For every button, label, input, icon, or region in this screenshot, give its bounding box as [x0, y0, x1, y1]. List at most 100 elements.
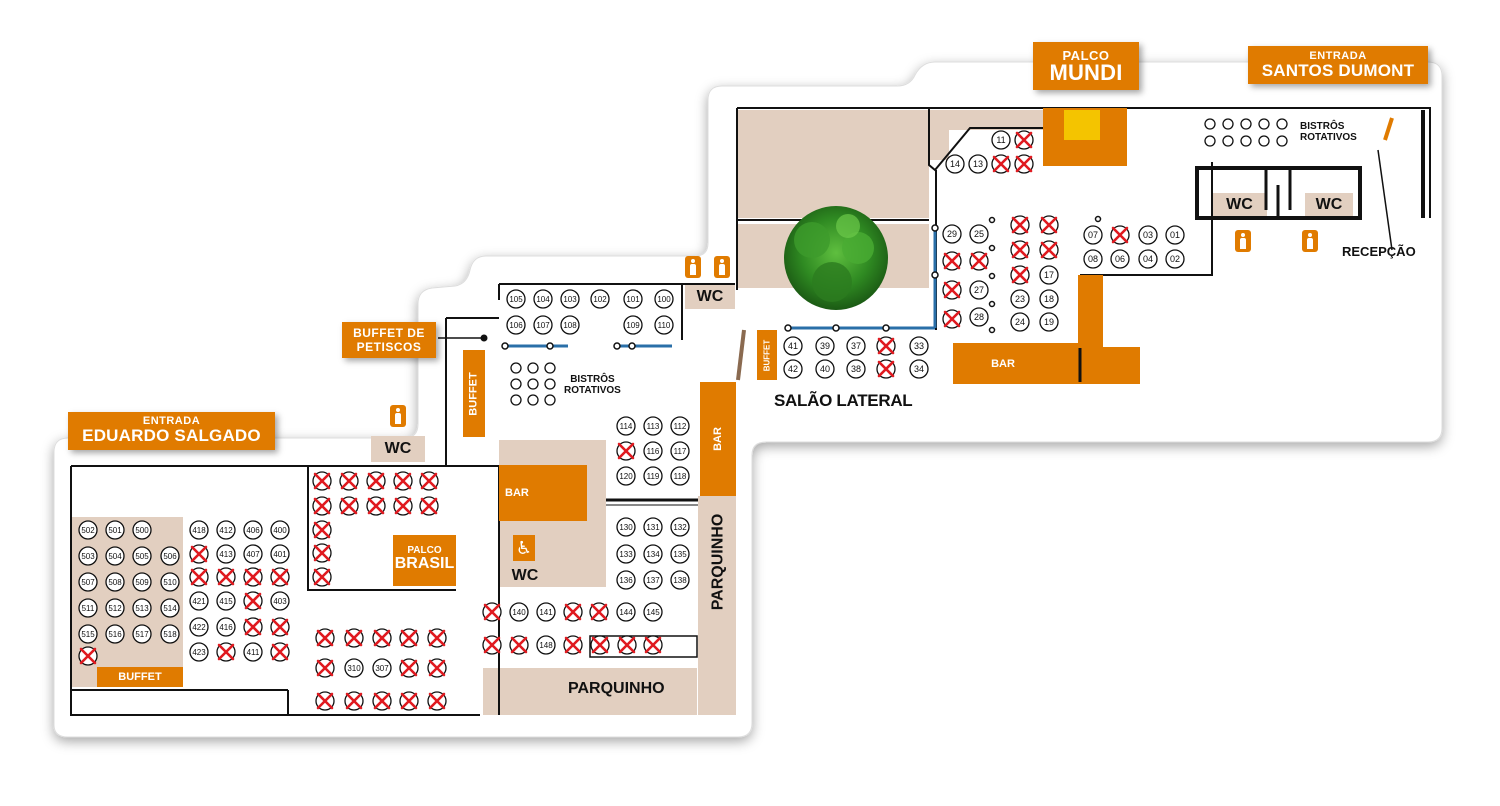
table-310[interactable]: 310 — [344, 658, 364, 678]
table-134[interactable]: 134 — [643, 544, 663, 564]
table-412[interactable]: 412 — [216, 520, 236, 540]
table-reserved[interactable] — [243, 567, 263, 587]
table-110[interactable]: 110 — [654, 315, 674, 335]
table-reserved[interactable] — [393, 471, 413, 491]
table-reserved[interactable] — [876, 336, 896, 356]
bar-parquinho[interactable]: BAR — [700, 382, 736, 496]
bar-main[interactable]: BAR — [991, 357, 1015, 370]
table-418[interactable]: 418 — [189, 520, 209, 540]
table-403[interactable]: 403 — [270, 591, 290, 611]
table-14[interactable]: 14 — [945, 154, 965, 174]
table-reserved[interactable] — [312, 543, 332, 563]
table-109[interactable]: 109 — [623, 315, 643, 335]
table-407[interactable]: 407 — [243, 544, 263, 564]
table-reserved[interactable] — [366, 471, 386, 491]
table-03[interactable]: 03 — [1138, 225, 1158, 245]
table-504[interactable]: 504 — [105, 546, 125, 566]
wc-accessible[interactable]: WC — [511, 567, 539, 584]
table-411[interactable]: 411 — [243, 642, 263, 662]
wc-right-1[interactable]: WC — [1226, 196, 1253, 213]
table-reserved[interactable] — [1014, 154, 1034, 174]
table-38[interactable]: 38 — [846, 359, 866, 379]
table-416[interactable]: 416 — [216, 617, 236, 637]
table-517[interactable]: 517 — [132, 624, 152, 644]
table-reserved[interactable] — [590, 635, 610, 655]
table-516[interactable]: 516 — [105, 624, 125, 644]
table-501[interactable]: 501 — [105, 520, 125, 540]
table-401[interactable]: 401 — [270, 544, 290, 564]
buffet-petiscos-label[interactable]: BUFFET DE PETISCOS — [342, 322, 436, 358]
table-24[interactable]: 24 — [1010, 312, 1030, 332]
table-reserved[interactable] — [339, 496, 359, 516]
table-509[interactable]: 509 — [132, 572, 152, 592]
table-140[interactable]: 140 — [509, 602, 529, 622]
table-reserved[interactable] — [1010, 265, 1030, 285]
table-11[interactable]: 11 — [991, 130, 1011, 150]
table-reserved[interactable] — [393, 496, 413, 516]
table-413[interactable]: 413 — [216, 544, 236, 564]
table-reserved[interactable] — [270, 617, 290, 637]
table-27[interactable]: 27 — [969, 280, 989, 300]
buffet-small[interactable]: BUFFET — [757, 330, 777, 380]
table-103[interactable]: 103 — [560, 289, 580, 309]
table-reserved[interactable] — [991, 154, 1011, 174]
table-reserved[interactable] — [312, 496, 332, 516]
buffet-mid[interactable]: BUFFET — [463, 350, 485, 437]
table-307[interactable]: 307 — [372, 658, 392, 678]
table-reserved[interactable] — [312, 567, 332, 587]
table-reserved[interactable] — [243, 617, 263, 637]
table-508[interactable]: 508 — [105, 572, 125, 592]
table-reserved[interactable] — [482, 602, 502, 622]
table-reserved[interactable] — [399, 628, 419, 648]
table-119[interactable]: 119 — [643, 466, 663, 486]
table-415[interactable]: 415 — [216, 591, 236, 611]
table-reserved[interactable] — [366, 496, 386, 516]
table-reserved[interactable] — [312, 520, 332, 540]
table-503[interactable]: 503 — [78, 546, 98, 566]
table-reserved[interactable] — [344, 691, 364, 711]
table-23[interactable]: 23 — [1010, 289, 1030, 309]
table-06[interactable]: 06 — [1110, 249, 1130, 269]
table-reserved[interactable] — [372, 691, 392, 711]
table-reserved[interactable] — [419, 471, 439, 491]
table-reserved[interactable] — [427, 658, 447, 678]
table-reserved[interactable] — [1110, 225, 1130, 245]
table-18[interactable]: 18 — [1039, 289, 1059, 309]
table-101[interactable]: 101 — [623, 289, 643, 309]
table-400[interactable]: 400 — [270, 520, 290, 540]
table-102[interactable]: 102 — [590, 289, 610, 309]
table-406[interactable]: 406 — [243, 520, 263, 540]
table-105[interactable]: 105 — [506, 289, 526, 309]
table-04[interactable]: 04 — [1138, 249, 1158, 269]
table-421[interactable]: 421 — [189, 591, 209, 611]
table-29[interactable]: 29 — [942, 224, 962, 244]
table-reserved[interactable] — [1010, 240, 1030, 260]
table-reserved[interactable] — [243, 591, 263, 611]
table-reserved[interactable] — [419, 496, 439, 516]
table-144[interactable]: 144 — [616, 602, 636, 622]
table-reserved[interactable] — [1039, 215, 1059, 235]
table-reserved[interactable] — [189, 544, 209, 564]
table-reserved[interactable] — [589, 602, 609, 622]
table-500[interactable]: 500 — [132, 520, 152, 540]
table-07[interactable]: 07 — [1083, 225, 1103, 245]
table-25[interactable]: 25 — [969, 224, 989, 244]
table-reserved[interactable] — [1010, 215, 1030, 235]
entrance-eduardo-salgado[interactable]: ENTRADA EDUARDO SALGADO — [68, 412, 275, 450]
table-reserved[interactable] — [372, 628, 392, 648]
table-reserved[interactable] — [643, 635, 663, 655]
table-08[interactable]: 08 — [1083, 249, 1103, 269]
table-reserved[interactable] — [427, 628, 447, 648]
table-108[interactable]: 108 — [560, 315, 580, 335]
table-reserved[interactable] — [563, 635, 583, 655]
bar-center[interactable]: BAR — [499, 465, 587, 521]
buffet-left[interactable]: BUFFET — [97, 667, 183, 687]
table-116[interactable]: 116 — [643, 441, 663, 461]
table-148[interactable]: 148 — [536, 635, 556, 655]
table-reserved[interactable] — [78, 646, 98, 666]
table-37[interactable]: 37 — [846, 336, 866, 356]
table-reserved[interactable] — [482, 635, 502, 655]
table-513[interactable]: 513 — [132, 598, 152, 618]
table-reserved[interactable] — [399, 658, 419, 678]
table-reserved[interactable] — [563, 602, 583, 622]
